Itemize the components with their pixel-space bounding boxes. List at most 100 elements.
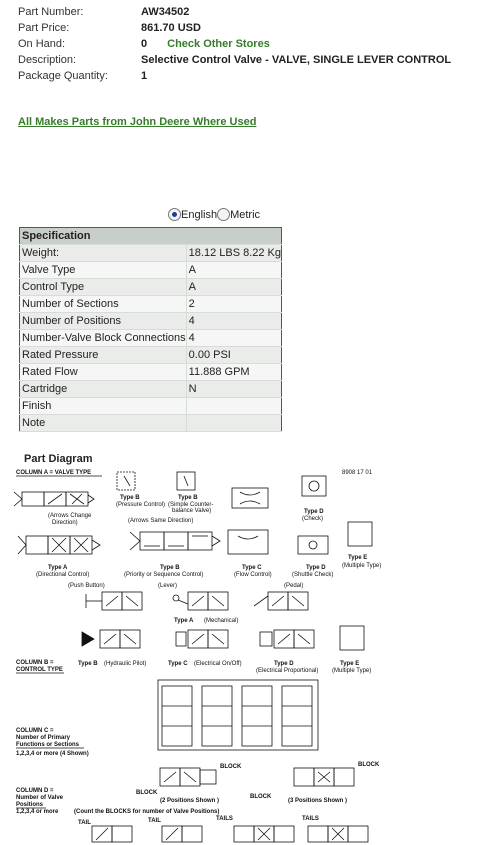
num-valve-label: Number of Valve: [16, 795, 64, 801]
block-text-1: BLOCK: [220, 764, 242, 770]
tails-text-1: TAILS: [216, 816, 233, 822]
spec-header-row: Specification: [19, 227, 282, 245]
col-c-label: COLUMN C =: [16, 728, 54, 734]
diagram-ref: 8908 17 01: [342, 470, 373, 476]
spec-name: Rated Pressure: [19, 346, 187, 364]
type-d-label-2: Type D: [306, 565, 326, 571]
on-hand-value: 0 Check Other Stores: [141, 36, 270, 52]
pedal-text: (Pedal): [284, 583, 303, 589]
count-blocks-text: (Count the BLOCKS for number of Valve Po…: [74, 809, 219, 815]
balance-valve-text: balance Valve): [172, 508, 211, 514]
part-price-value: 861.70 USD: [141, 22, 201, 34]
num-primary-label: Number of Primary: [16, 735, 71, 741]
type-d-label-1: Type D: [304, 509, 324, 515]
shuttle-check-text: (Shuttle Check): [292, 572, 333, 578]
electrical-onoff-text: (Electrical On/Off): [194, 661, 242, 667]
col-b-label: COLUMN B =: [16, 660, 54, 666]
type-c-label-2: Type C: [168, 661, 188, 667]
metric-radio[interactable]: [217, 208, 231, 221]
flow-control-text: (Flow Control): [234, 572, 272, 578]
priority-text: (Priority or Sequence Control): [124, 572, 203, 578]
spec-value: 0.00 PSI: [185, 346, 282, 364]
description-label: Description:: [18, 54, 77, 66]
spec-value: A: [185, 261, 282, 279]
package-quantity-value: 1: [141, 70, 148, 82]
spec-row: Finish: [19, 397, 282, 415]
on-hand-label: On Hand:: [18, 38, 66, 50]
spec-name: Number of Sections: [19, 295, 187, 313]
spec-name: Rated Flow: [19, 363, 187, 381]
spec-value: [185, 414, 282, 432]
spec-row: Note: [19, 414, 282, 432]
type-e-label-1: Type E: [348, 555, 367, 561]
mechanical-text: (Mechanical): [204, 618, 238, 624]
simple-counter-text: (Simple Counter-: [168, 502, 213, 508]
spec-name: Valve Type: [19, 261, 187, 279]
spec-value: 2: [185, 295, 282, 313]
spec-value: [185, 397, 282, 415]
spec-name: Number-Valve Block Connections: [19, 329, 187, 347]
check-text: (Check): [302, 516, 323, 522]
directional-control-text: (Directional Control): [36, 572, 89, 578]
spec-value: A: [185, 278, 282, 296]
block-text-3: BLOCK: [358, 762, 380, 768]
spec-row: Weight:18.12 LBS 8.22 Kg: [19, 244, 282, 262]
type-b-label-1: Type B: [120, 495, 140, 501]
spec-name: Note: [19, 414, 187, 432]
unit-selector: English Metric: [168, 207, 260, 223]
part-diagram-image: 8908 17 01 COLUMN A = VALVE TYPE (Arrows…: [12, 466, 388, 845]
type-d-label-3: Type D: [274, 661, 294, 667]
description-value: Selective Control Valve - VALVE, SINGLE …: [141, 54, 452, 66]
part-price-label: Part Price:: [18, 22, 70, 34]
type-c-label: Type C: [242, 565, 262, 571]
spec-value: 11.888 GPM: [185, 363, 282, 381]
english-radio[interactable]: [168, 208, 181, 221]
block-text-2: BLOCK: [136, 790, 158, 796]
type-e-label-2: Type E: [340, 661, 359, 667]
all-makes-parts-link[interactable]: All Makes Parts from John Deere Where Us…: [18, 116, 257, 128]
col-d-values: 1,2,3,4 or more: [16, 809, 59, 815]
spec-value: N: [185, 380, 282, 398]
spec-value: 18.12 LBS 8.22 Kg: [185, 244, 282, 262]
direction-text: Direction): [52, 520, 78, 526]
hydraulic-pilot-text: (Hydraulic Pilot): [104, 661, 146, 667]
type-a-label: Type A: [48, 565, 68, 571]
spec-header: Specification: [19, 227, 282, 245]
part-diagram-title: Part Diagram: [24, 453, 93, 465]
part-number-value: AW34502: [141, 6, 190, 18]
pressure-control-text: (Pressure Control): [116, 502, 165, 508]
on-hand-count: 0: [141, 38, 148, 50]
two-positions-text: (2 Positions Shown ): [160, 798, 219, 804]
lever-text: (Lever): [158, 583, 177, 589]
metric-label: Metric: [230, 209, 261, 221]
spec-name: Weight:: [19, 244, 187, 262]
multiple-type-text-2: (Multiple Type): [332, 668, 371, 674]
block-text-4: BLOCK: [250, 794, 272, 800]
english-label: English: [181, 209, 218, 221]
functions-label: Functions or Sections: [16, 742, 80, 748]
check-other-stores-link[interactable]: Check Other Stores: [167, 38, 270, 50]
electrical-prop-text: (Electrical Proportional): [256, 668, 318, 674]
spec-name: Finish: [19, 397, 187, 415]
spec-name: Number of Positions: [19, 312, 187, 330]
tails-text-2: TAILS: [302, 816, 319, 822]
multiple-type-text-1: (Multiple Type): [342, 563, 381, 569]
spec-name: Control Type: [19, 278, 187, 296]
col-c-values: 1,2,3,4 or more (4 Shown): [16, 751, 89, 757]
spec-name: Cartridge: [19, 380, 187, 398]
spec-value: 4: [185, 312, 282, 330]
push-button-text: (Push Button): [68, 583, 105, 589]
three-positions-text: (3 Positions Shown ): [288, 798, 347, 804]
tail-text-1: TAIL: [78, 820, 91, 826]
arrows-same-text: (Arrows Same Direction): [128, 518, 193, 524]
control-type-label: CONTROL TYPE: [16, 667, 63, 673]
arrows-change-text: (Arrows Change: [48, 513, 92, 519]
package-quantity-label: Package Quantity:: [18, 70, 108, 82]
